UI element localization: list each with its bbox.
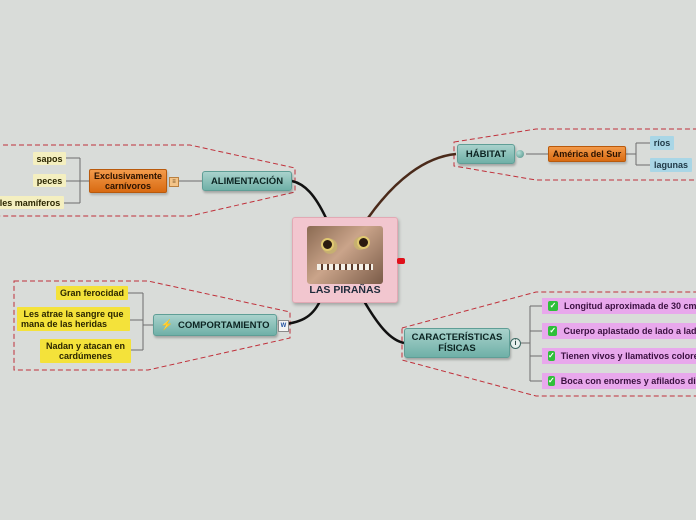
checkmark-icon: ✓ [548, 351, 555, 361]
link-carnivoros-items [64, 157, 89, 204]
checkmark-icon: ✓ [548, 376, 555, 386]
lightning-icon: ⚡ [160, 319, 173, 331]
piranha-photo-icon [307, 226, 383, 284]
topic-comportamiento[interactable]: ⚡ COMPORTAMIENTO [153, 314, 277, 336]
topic-comportamiento-label: COMPORTAMIENTO [177, 319, 270, 331]
item-mamiferos[interactable]: les mamíferos [0, 196, 64, 209]
item-boca[interactable]: ✓ Boca con enormes y afilados dientes [542, 373, 696, 389]
checkmark-icon: ✓ [548, 301, 558, 311]
topic-habitat-label: HÁBITAT [465, 148, 507, 160]
item-colores-label: Tienen vivos y llamativos colores [560, 351, 696, 361]
globe-icon[interactable] [516, 150, 524, 158]
item-sapos-label: sapos [36, 153, 63, 164]
subtopic-america[interactable]: América del Sur [548, 146, 626, 162]
checkmark-icon: ✓ [548, 326, 558, 336]
item-sangre[interactable]: Les atrae la sangre que mana de las heri… [17, 307, 130, 331]
boundary-alimentacion [0, 144, 296, 217]
item-mamiferos-label: les mamíferos [0, 197, 61, 208]
link-alimentacion [291, 179, 328, 219]
item-cardumenes-line1: Nadan y atacan en [45, 341, 126, 351]
item-sapos[interactable]: sapos [33, 152, 66, 165]
item-longitud-label: Longitud aproximada de 30 cm [564, 301, 696, 311]
item-cuerpo[interactable]: ✓ Cuerpo aplastado de lado a lado [542, 323, 696, 339]
item-lagunas-label: lagunas [653, 160, 688, 170]
link-habitat-items [626, 142, 650, 166]
topic-alimentacion-label: ALIMENTACIÓN [210, 175, 284, 187]
item-longitud[interactable]: ✓ Longitud aproximada de 30 cm [542, 298, 696, 314]
word-doc-icon[interactable]: W [278, 320, 289, 332]
item-lagunas[interactable]: lagunas [650, 158, 692, 172]
item-sangre-line1: Les atrae la sangre que [23, 309, 124, 319]
notes-icon[interactable]: ≡ [169, 177, 179, 187]
boundary-comportamiento [13, 280, 291, 371]
topic-alimentacion[interactable]: ALIMENTACIÓN [202, 171, 292, 191]
info-icon[interactable]: i [510, 338, 521, 349]
central-topic-title: LAS PIRAÑAS [309, 284, 381, 296]
boundary-caracteristicas [401, 291, 696, 397]
topic-habitat[interactable]: HÁBITAT [457, 144, 515, 164]
subtopic-carnivoros[interactable]: Exclusivamente carnívoros [89, 169, 167, 193]
item-ferocidad-label: Gran ferocidad [59, 288, 124, 298]
subtopic-america-label: América del Sur [552, 149, 622, 159]
item-cardumenes-line2: cardúmenes [58, 351, 113, 361]
item-cardumenes[interactable]: Nadan y atacan en cardúmenes [40, 339, 131, 363]
item-sangre-line2: mana de las heridas [21, 319, 108, 329]
item-cuerpo-label: Cuerpo aplastado de lado a lado [563, 326, 696, 336]
youtube-icon[interactable] [397, 258, 405, 264]
boundary-habitat [453, 128, 696, 181]
item-rios[interactable]: ríos [650, 136, 674, 150]
link-habitat [366, 152, 457, 219]
subtopic-carnivoros-line2: carnívoros [104, 181, 152, 191]
item-ferocidad[interactable]: Gran ferocidad [56, 286, 128, 300]
item-rios-label: ríos [653, 138, 671, 148]
link-caracteristicas [362, 300, 405, 345]
item-peces[interactable]: peces [33, 174, 66, 187]
central-topic[interactable]: LAS PIRAÑAS [292, 217, 398, 303]
item-colores[interactable]: ✓ Tienen vivos y llamativos colores [542, 348, 696, 364]
link-caracteristicas-items [520, 305, 542, 382]
item-boca-label: Boca con enormes y afilados dientes [560, 376, 696, 386]
link-comportamiento-items [128, 292, 153, 351]
topic-caracteristicas[interactable]: CARACTERÍSTICAS FÍSICAS [404, 328, 510, 358]
subtopic-carnivoros-line1: Exclusivamente [93, 171, 163, 181]
topic-caracteristicas-line2: FÍSICAS [438, 343, 476, 354]
item-peces-label: peces [36, 175, 63, 186]
topic-caracteristicas-line1: CARACTERÍSTICAS [411, 332, 503, 343]
